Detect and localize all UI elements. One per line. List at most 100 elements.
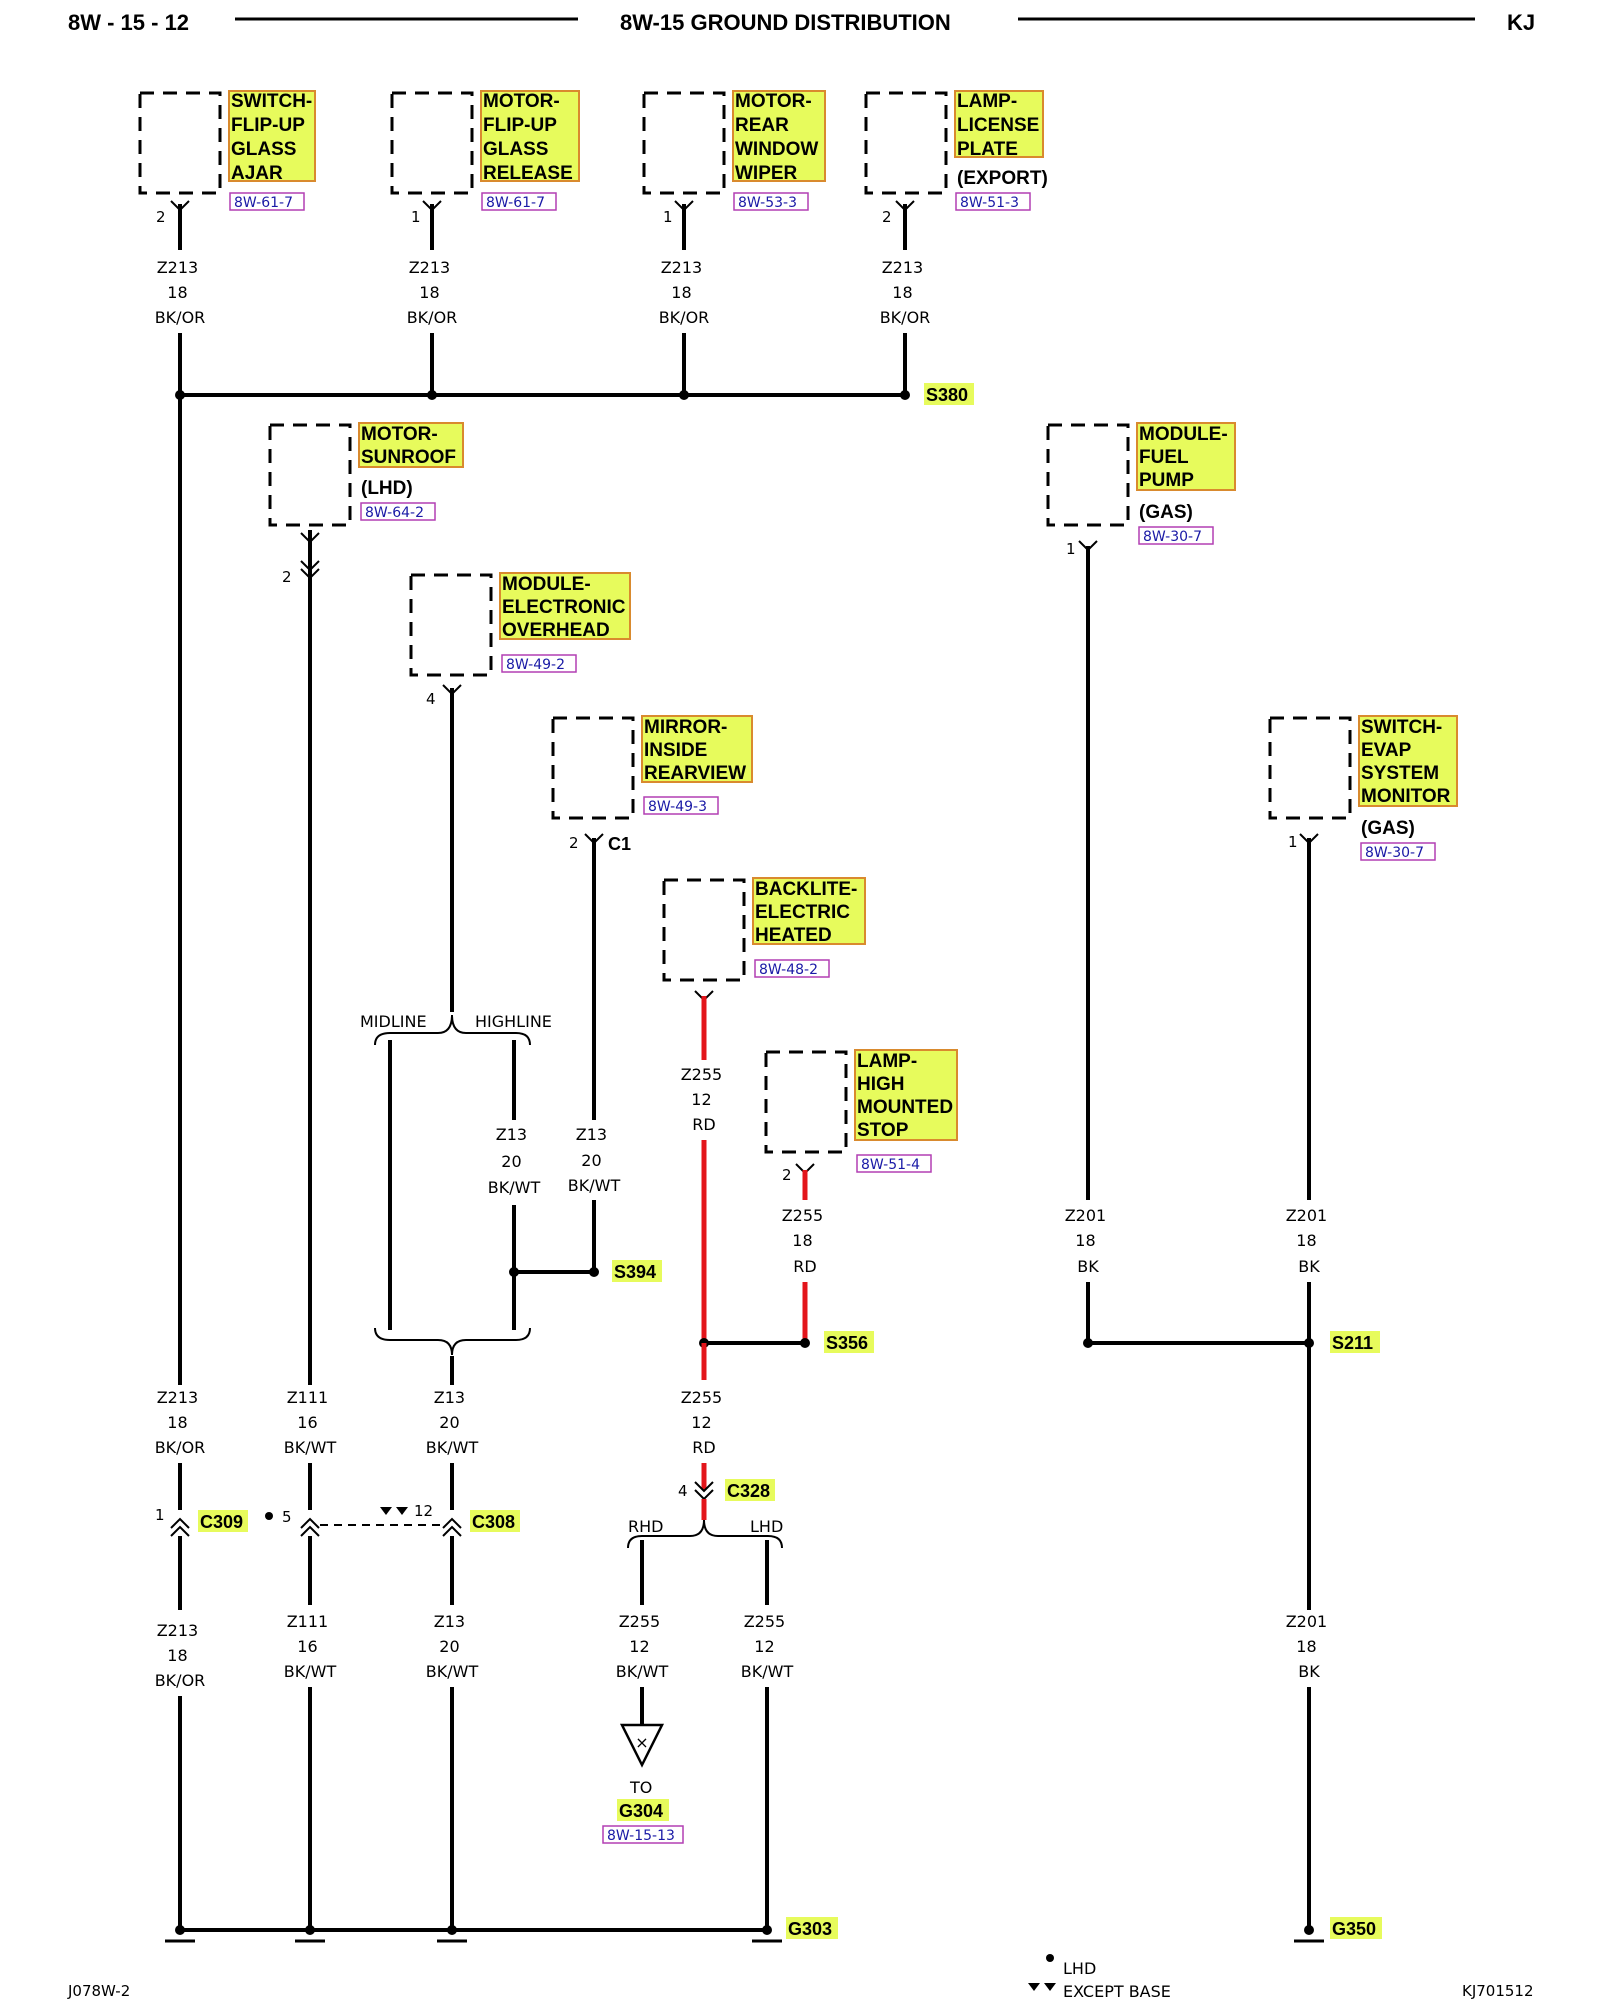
ref-box (856, 1154, 932, 1173)
splice-s394[interactable]: S394 (614, 1262, 656, 1282)
component-lamp-high-mounted-stop[interactable]: LAMP- HIGH MOUNTED STOP 8W-51-4 2 (764, 1049, 958, 1184)
wire-label: Z201 18 BK (1286, 1206, 1333, 1276)
option-split-bracket (627, 1519, 783, 1549)
splice-s356[interactable]: S356 (826, 1333, 868, 1353)
label-highlight (1358, 715, 1458, 807)
component-label: LAMP- LICENSE PLATE (957, 91, 1045, 160)
page-ref-link[interactable]: 8W-61-7 (486, 195, 545, 211)
splice-s211[interactable]: S211 (1332, 1333, 1373, 1353)
component-lamp-license-plate[interactable]: LAMP- LICENSE PLATE (EXPORT) 8W-51-3 2 (864, 90, 1048, 226)
splice-highlight (612, 1260, 662, 1282)
page-ref-link[interactable]: 8W-15-13 (607, 1828, 675, 1844)
option-highline: HIGHLINE (475, 1012, 552, 1031)
ground-g303[interactable]: G303 (788, 1919, 832, 1939)
wire-label: Z213 18 BK/OR (880, 258, 931, 327)
page-ref-link[interactable]: 8W-51-3 (960, 195, 1019, 211)
lhd-marker-icon (1046, 1954, 1054, 1962)
component-label: MIRROR- INSIDE REARVIEW (644, 717, 746, 784)
pin-number: 1 (1288, 833, 1298, 851)
page-ref-link[interactable]: 8W-49-2 (506, 657, 565, 673)
ground-highlight (786, 1917, 838, 1939)
component-switch-evap-system-monitor[interactable]: SWITCH- EVAP SYSTEM MONITOR (GAS) 8W-30-… (1268, 715, 1458, 861)
label-highlight (854, 1049, 958, 1141)
component-outline (1268, 716, 1352, 820)
splice-s380[interactable]: S380 (926, 385, 968, 405)
connector-c328[interactable]: C328 (727, 1481, 770, 1501)
component-motor-sunroof[interactable]: MOTOR- SUNROOF (LHD) 8W-64-2 2 (268, 422, 464, 586)
splice-highlight (1330, 1331, 1380, 1353)
page-number: 8W - 15 - 12 (68, 10, 189, 35)
component-motor-rear-window-wiper[interactable]: MOTOR- REAR WINDOW WIPER 8W-53-3 1 (642, 90, 826, 226)
wire-label: Z13 20 BK/WT (426, 1388, 479, 1457)
model-code: KJ (1507, 10, 1535, 35)
connector-c308[interactable]: C308 (472, 1512, 515, 1532)
component-mirror-inside-rearview[interactable]: MIRROR- INSIDE REARVIEW 8W-49-3 2 C1 (551, 715, 753, 854)
label-highlight (732, 90, 826, 182)
qualifier-text: (GAS) (1361, 818, 1415, 839)
component-outline (409, 573, 493, 677)
qualifier-text: (GAS) (1139, 502, 1193, 523)
page-ref-link[interactable]: 8W-51-4 (861, 1157, 920, 1173)
splice-dot (1083, 1338, 1093, 1348)
qualifier-text: (EXPORT) (957, 168, 1048, 189)
ground-highlight (1330, 1917, 1382, 1939)
connector-c1: C1 (608, 834, 631, 854)
ref-box (1360, 842, 1436, 861)
connector-highlight (470, 1510, 520, 1532)
component-outline (138, 91, 222, 195)
ref-box (1138, 526, 1214, 545)
component-outline (390, 91, 474, 195)
ref-box (360, 502, 436, 521)
page-ref-link[interactable]: 8W-30-7 (1365, 845, 1424, 861)
pin-number: 1 (155, 1506, 165, 1524)
ref-box (754, 959, 830, 978)
component-module-fuel-pump[interactable]: MODULE- FUEL PUMP (GAS) 8W-30-7 1 (1046, 422, 1236, 558)
wire-label: Z201 18 BK (1065, 1206, 1112, 1276)
connector-highlight (198, 1510, 248, 1532)
label-highlight (954, 90, 1044, 158)
component-label: LAMP- HIGH MOUNTED STOP (857, 1051, 958, 1141)
except-base-marker-icon (380, 1507, 408, 1515)
splice-dot (900, 390, 910, 400)
label-highlight (641, 715, 753, 783)
page-ref-link[interactable]: 8W-53-3 (738, 195, 797, 211)
splice-dot (679, 390, 689, 400)
label-highlight (499, 572, 631, 640)
in-line-connector-icon (300, 1517, 320, 1537)
component-label: MOTOR- REAR WINDOW WIPER (735, 91, 824, 184)
lhd-marker-icon (265, 1512, 273, 1520)
component-outline (268, 423, 352, 527)
page-ref-link[interactable]: 8W-64-2 (365, 505, 424, 521)
component-label: BACKLITE- ELECTRIC HEATED (755, 879, 863, 946)
component-switch-flip-up-glass-ajar[interactable]: SWITCH- FLIP-UP GLASS AJAR 8W-61-7 2 (138, 90, 318, 226)
component-outline (642, 91, 726, 195)
page-ref-link[interactable]: 8W-48-2 (759, 962, 818, 978)
label-highlight (752, 877, 866, 945)
in-line-connector-icon (170, 1517, 190, 1537)
option-rhd: RHD (628, 1517, 663, 1536)
splice-dot (305, 1925, 315, 1935)
pin-number: 2 (569, 834, 579, 852)
wire-label: Z213 18 BK/OR (155, 258, 206, 327)
wire-label: Z213 18 BK/OR (155, 1388, 206, 1457)
option-split-bracket (374, 1014, 531, 1046)
component-label: MOTOR- FLIP-UP GLASS RELEASE (483, 91, 573, 184)
page-ref-link[interactable]: 8W-30-7 (1143, 529, 1202, 545)
ground-g304[interactable]: G304 (619, 1801, 663, 1821)
component-outline (662, 878, 746, 982)
page-ref-link[interactable]: 8W-61-7 (234, 195, 293, 211)
connector-c309[interactable]: C309 (200, 1512, 243, 1532)
footer-doc-code: J078W-2 (67, 1982, 130, 2000)
ground-highlight (617, 1799, 669, 1821)
component-motor-flip-up-glass-release[interactable]: MOTOR- FLIP-UP GLASS RELEASE 8W-61-7 1 (390, 90, 580, 226)
ref-box (481, 192, 557, 211)
component-backlite-electric-heated[interactable]: BACKLITE- ELECTRIC HEATED 8W-48-2 (662, 877, 866, 1002)
component-label: MODULE- ELECTRONIC OVERHEAD (502, 574, 631, 641)
ground-g350[interactable]: G350 (1332, 1919, 1376, 1939)
page-ref-link[interactable]: 8W-49-3 (648, 799, 707, 815)
component-module-electronic-overhead[interactable]: MODULE- ELECTRONIC OVERHEAD 8W-49-2 4 (409, 572, 631, 708)
wire-label: Z13 20 BK/WT (488, 1125, 541, 1197)
splice-highlight (824, 1331, 874, 1353)
splice-dot (175, 1925, 185, 1935)
